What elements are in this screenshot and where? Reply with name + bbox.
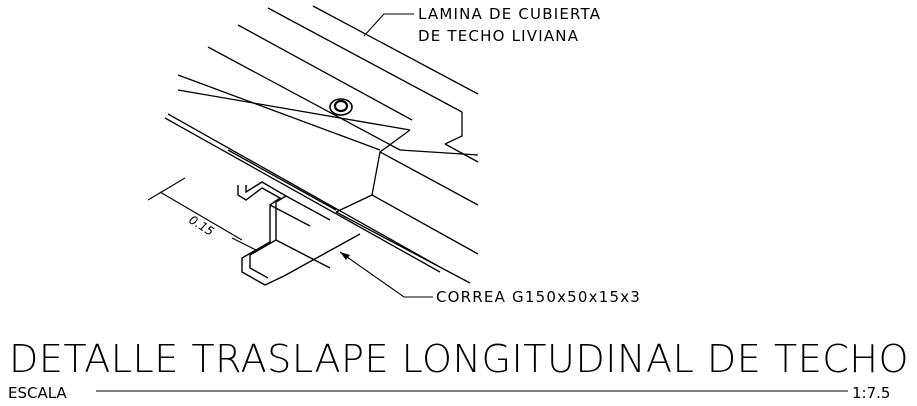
fastener-screw-icon (329, 98, 353, 116)
dimension-label: 0.15 (186, 213, 216, 239)
purlin-leader (339, 251, 433, 298)
purlin-leader-arrow-icon (340, 252, 350, 260)
purlin-profile (237, 181, 361, 286)
roof-sheet-upper (177, 5, 479, 213)
purlin-label: CORREA G150x50x15x3 (436, 288, 641, 306)
scale-label: ESCALA (8, 384, 67, 402)
roof-sheet-label-line2: DE TECHO LIVIANA (418, 27, 579, 45)
detail-title: DETALLE TRASLAPE LONGITUDINAL DE TECHO (9, 337, 909, 381)
roof-sheet-lower (164, 113, 479, 284)
scale-value: 1:7.5 (852, 384, 890, 402)
dimension-line (147, 177, 257, 251)
roof-sheet-leader (363, 13, 414, 37)
roof-sheet-label-line1: LAMINA DE CUBIERTA (418, 5, 601, 23)
